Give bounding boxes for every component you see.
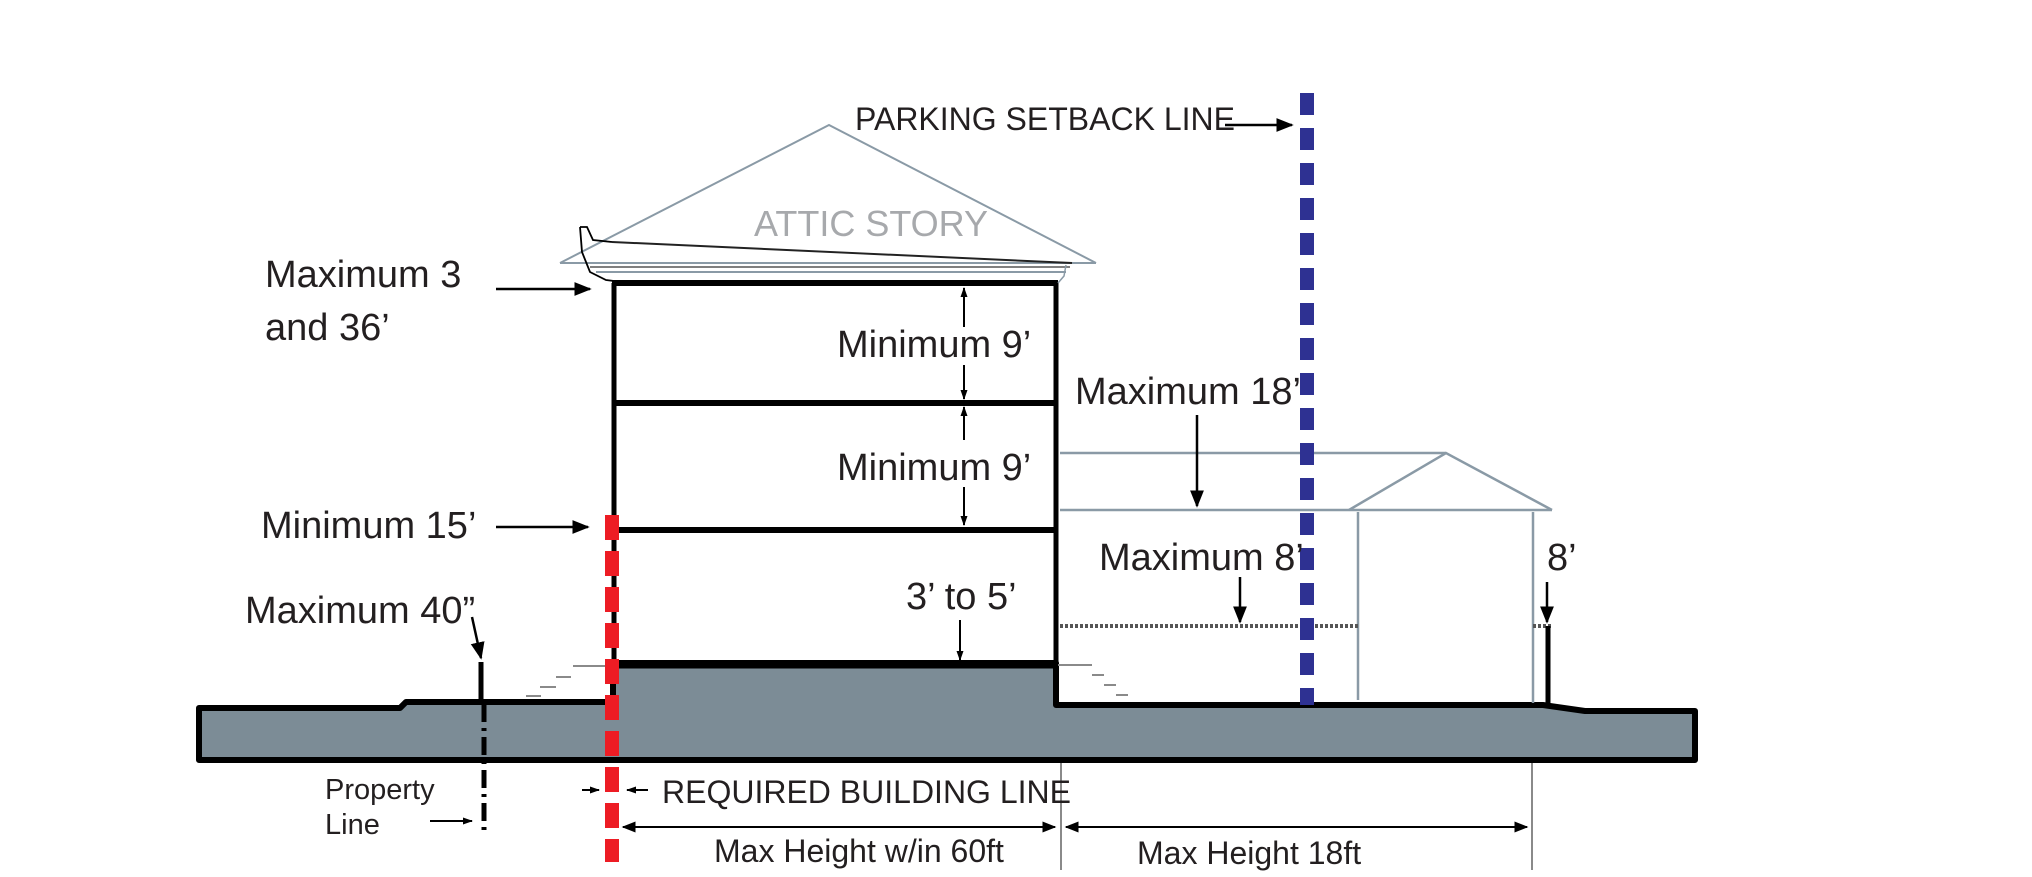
attic-roof: [559, 123, 1097, 284]
attic-story-label: ATTIC STORY: [754, 203, 988, 244]
main-building: [611, 280, 1059, 669]
front-steps: [526, 665, 612, 697]
property-line-label-line2: Line: [325, 809, 380, 841]
zone-main-label: Max Height w/in 60ft: [714, 833, 1004, 869]
rear-steps: [1058, 664, 1128, 696]
top-floor-height-label: Minimum 9’: [837, 324, 1031, 366]
front-fence-arrow: [470, 616, 485, 660]
front-fence-label: Maximum 40”: [245, 590, 475, 632]
required-building-line-label: REQUIRED BUILDING LINE: [662, 774, 1071, 810]
parking-setback-label: PARKING SETBACK LINE: [855, 101, 1235, 137]
zone-rear-label: Max Height 18ft: [1137, 835, 1361, 871]
max-stories-label-line2: and 36’: [265, 307, 390, 349]
property-line-label-line1: Property: [325, 774, 435, 806]
rear-fence-label: 8’: [1547, 537, 1577, 579]
raised-floor-label: 3’ to 5’: [906, 576, 1017, 618]
max-stories-label-line1: Maximum 3: [265, 254, 461, 296]
ground-floor-height-label: Minimum 15’: [261, 505, 476, 547]
outbuilding-wall-height-label: Maximum 8’: [1099, 537, 1304, 579]
outbuilding: [1060, 451, 1553, 703]
outbuilding-height-label: Maximum 18’: [1075, 371, 1301, 413]
ground-slab: [196, 660, 1698, 763]
second-floor-height-label: Minimum 9’: [837, 447, 1031, 489]
